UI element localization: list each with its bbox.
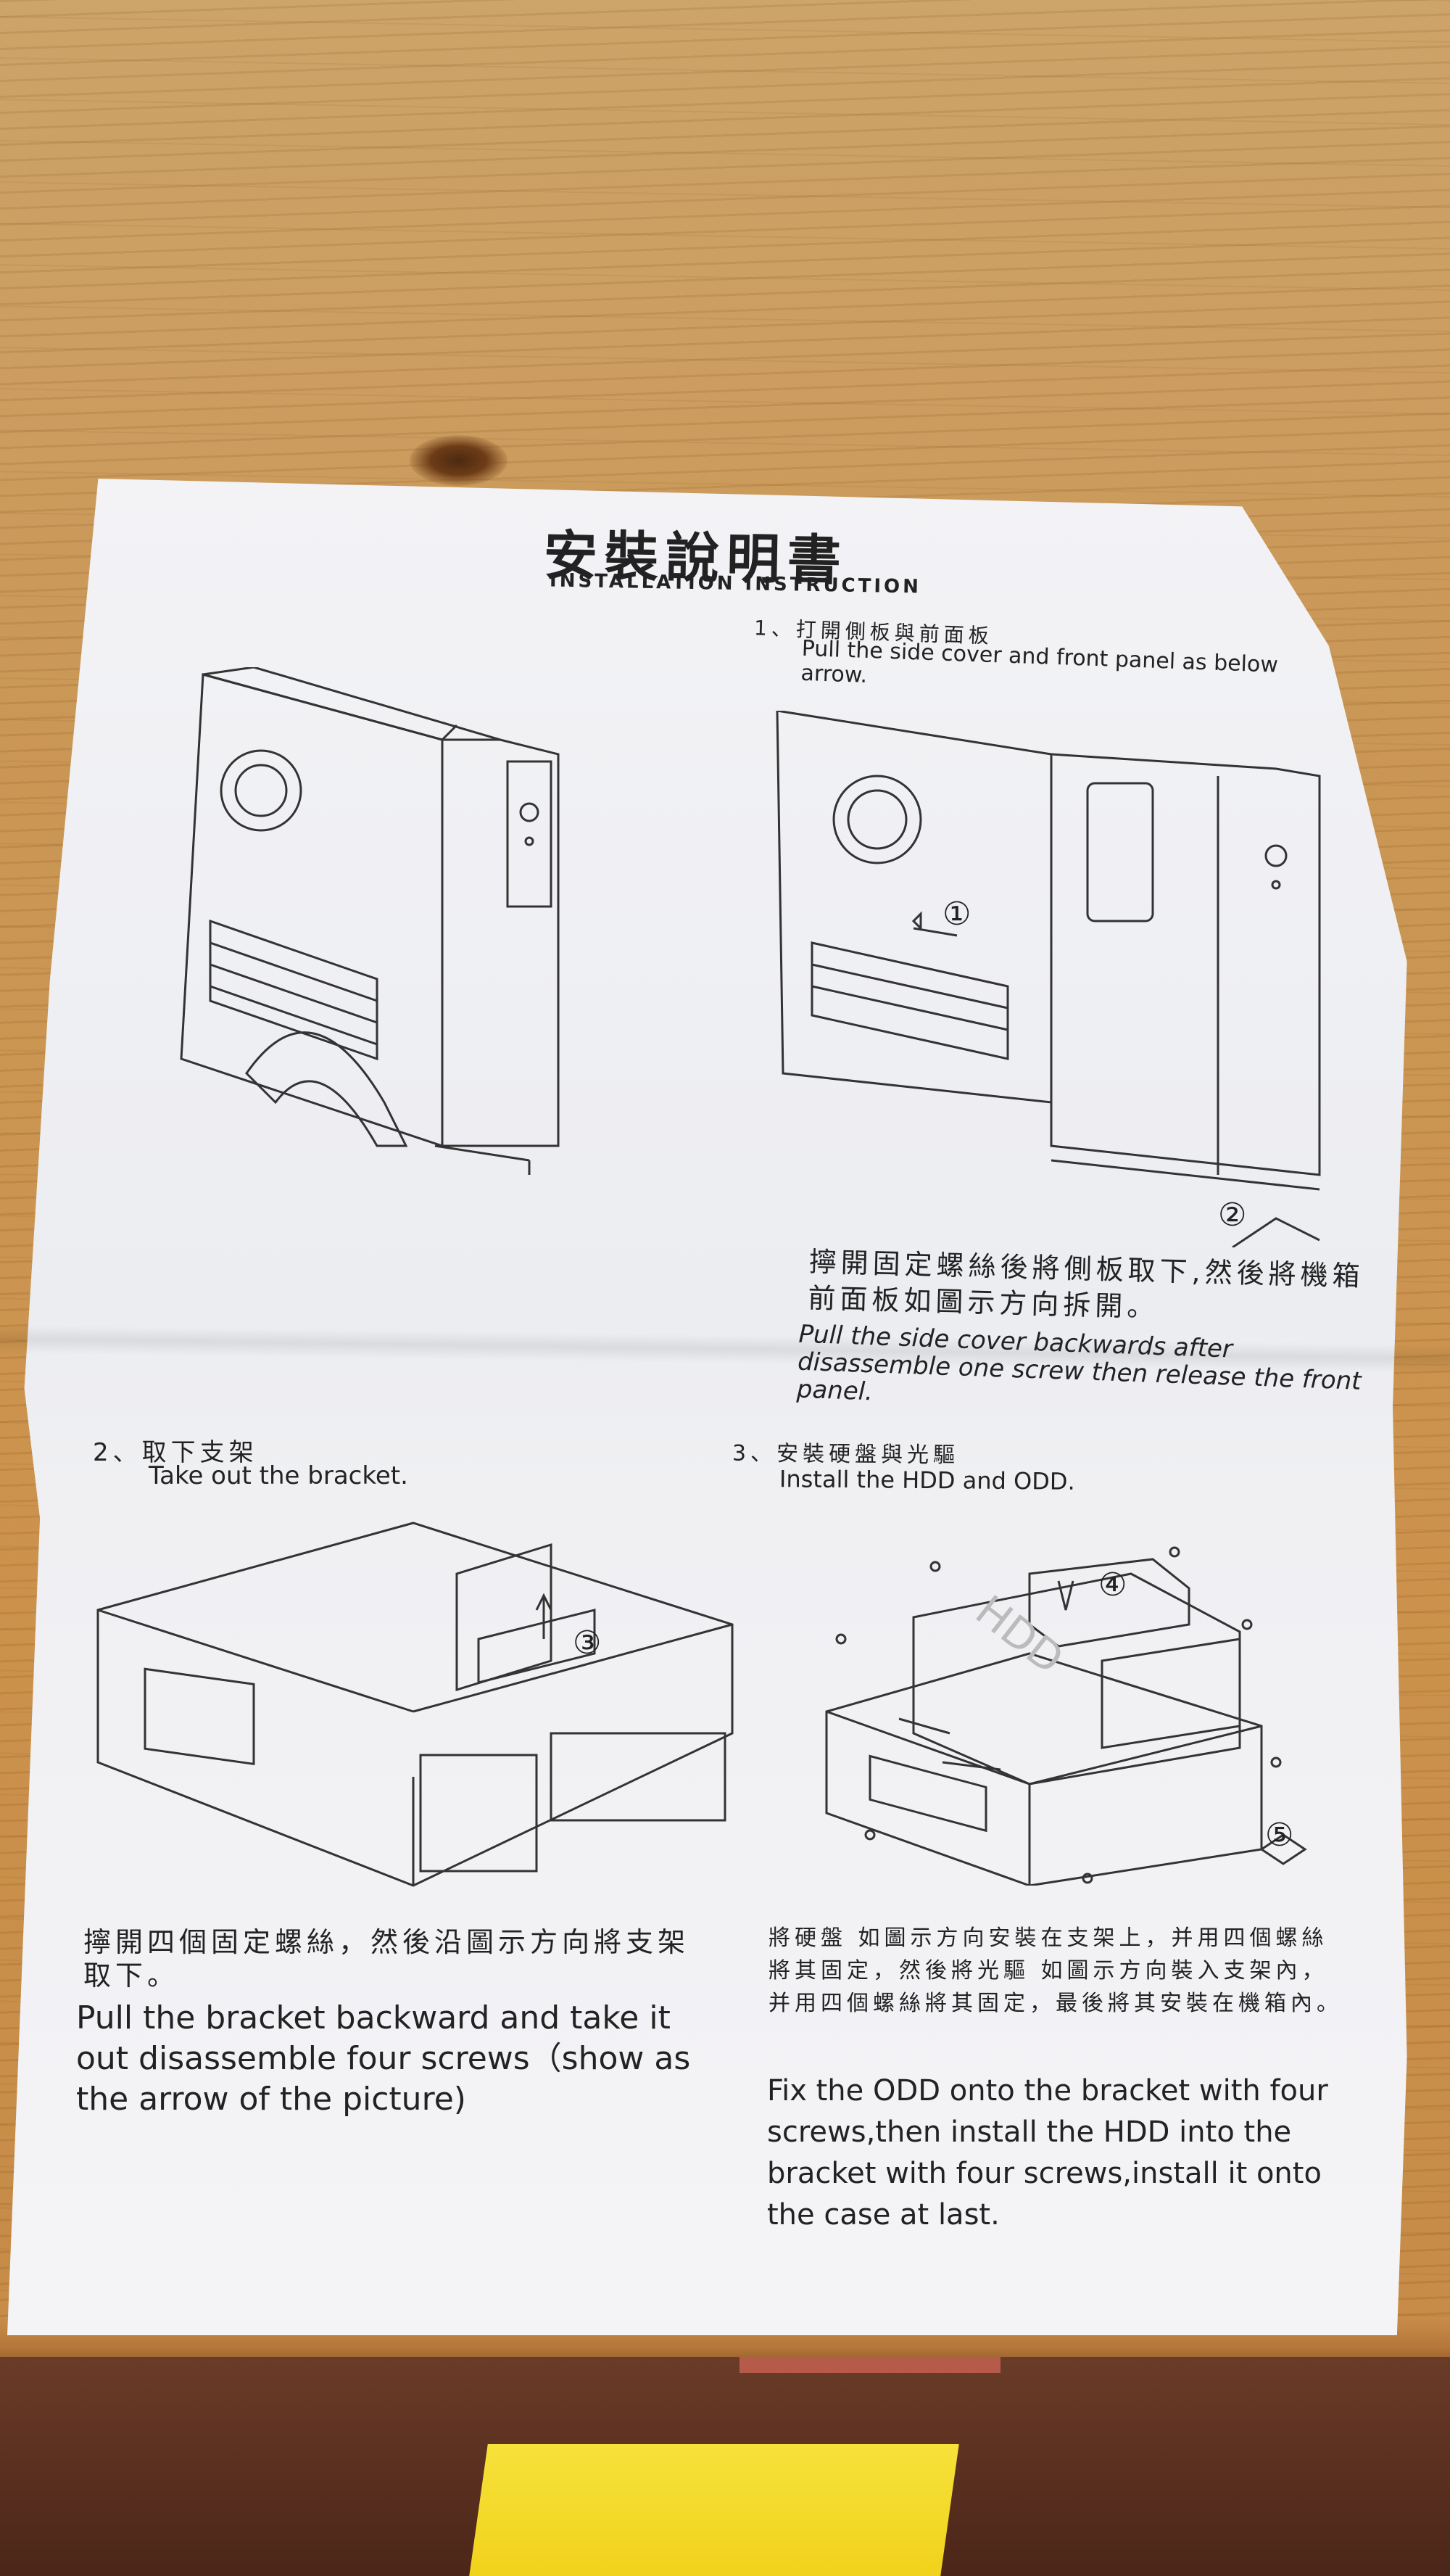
hdd-odd-install-drawing (812, 1545, 1348, 1886)
case-side-panel-removal-drawing (768, 711, 1363, 1247)
step3-note-chinese: 將硬盤 如圖示方向安裝在支架上，并用四個螺絲將其固定，然後將光驅 如圖示方向裝入… (768, 1925, 1343, 2016)
step2-note-chinese: 擰開四個固定螺絲，然後沿圖示方向將支架取下。 (83, 1926, 690, 1991)
step2-label-english: Take out the bracket. (149, 1461, 408, 1490)
callout-4: ④ (1098, 1566, 1127, 1603)
wood-knot (410, 435, 508, 486)
callout-1: ① (942, 896, 972, 933)
callout-3: ③ (573, 1625, 602, 1661)
step2-label-chinese: 2、取下支架 (93, 1438, 258, 1467)
case-bracket-removal-drawing (87, 1516, 740, 1893)
callout-5: ⑤ (1265, 1817, 1294, 1854)
instruction-sheet (7, 479, 1407, 2335)
yellow-box (469, 2444, 959, 2576)
step1-note-chinese: 擰開固定螺絲後將側板取下,然後將機箱前面板如圖示方向拆開。 (807, 1245, 1365, 1324)
box-edge-strip (740, 2357, 1000, 2373)
step3-label-english: Install the HDD and ODD. (779, 1465, 1075, 1495)
case-closed-drawing (167, 667, 573, 1175)
step2-note-english: Pull the bracket backward and take it ou… (76, 1999, 691, 2118)
callout-2: ② (1218, 1197, 1247, 1234)
step3-note-english: Fix the ODD onto the bracket with four s… (767, 2074, 1328, 2232)
step3-label-chinese: 3、安裝硬盤與光驅 (732, 1440, 960, 1469)
